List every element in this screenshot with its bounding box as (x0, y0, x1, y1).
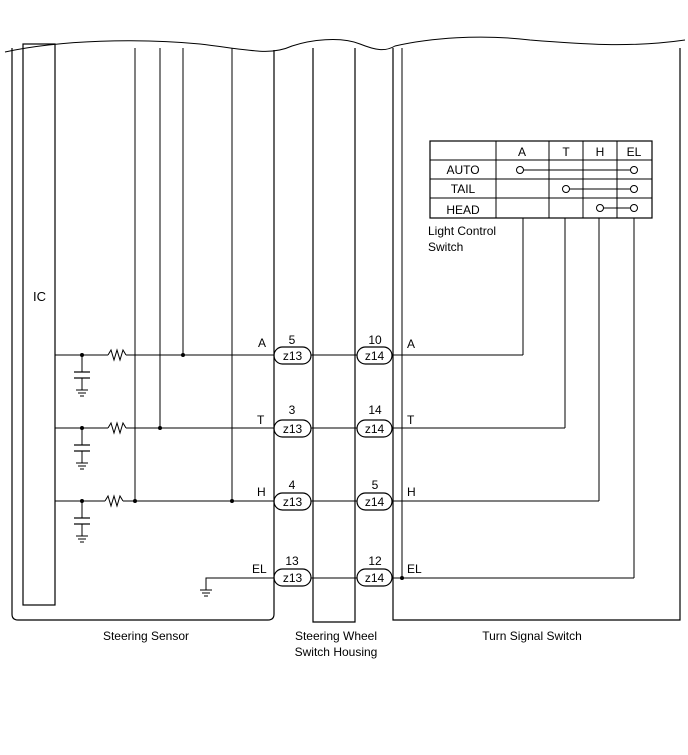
svg-text:14: 14 (368, 403, 382, 417)
row-tail: TAIL (451, 182, 476, 196)
continuity-auto (516, 166, 638, 174)
label-left-a: A (258, 336, 266, 350)
ground-el (200, 589, 212, 597)
svg-text:z13: z13 (283, 571, 303, 585)
ic-label: IC (33, 289, 46, 304)
svg-text:z14: z14 (365, 571, 385, 585)
connector-z13-a: z13 5 (273, 333, 312, 365)
light-control-switch-table: A T H EL AUTO TAIL HEAD (429, 140, 653, 219)
connector-z14-el: z14 12 (356, 554, 393, 587)
svg-text:13: 13 (285, 554, 299, 568)
svg-text:z14: z14 (365, 422, 385, 436)
label-housing-2: Switch Housing (295, 645, 378, 659)
wire-el (205, 218, 635, 590)
svg-text:z13: z13 (283, 422, 303, 436)
continuity-tail (562, 185, 638, 193)
label-housing-1: Steering Wheel (295, 629, 377, 643)
capacitor-a (74, 355, 90, 397)
col-t: T (562, 145, 570, 159)
row-head: HEAD (446, 203, 480, 217)
col-a: A (518, 145, 526, 159)
col-el: EL (627, 145, 642, 159)
continuity-head (596, 204, 638, 212)
light-control-caption-1: Light Control (428, 224, 496, 238)
wire-h (55, 218, 600, 508)
col-h: H (596, 145, 605, 159)
label-steering-sensor: Steering Sensor (103, 629, 189, 643)
wire-t (55, 218, 566, 435)
svg-text:z14: z14 (365, 349, 385, 363)
label-left-t: T (257, 413, 265, 427)
svg-text:z14: z14 (365, 495, 385, 509)
connector-z14-h: z14 5 (356, 478, 393, 511)
label-right-el: EL (407, 562, 422, 576)
connector-z13-el: z13 13 (273, 554, 312, 587)
label-left-el: EL (252, 562, 267, 576)
connector-z14-t: z14 14 (356, 403, 393, 438)
svg-text:12: 12 (368, 554, 382, 568)
capacitor-h (74, 501, 90, 543)
connector-z13-t: z13 3 (273, 403, 312, 438)
svg-text:3: 3 (289, 403, 296, 417)
svg-text:5: 5 (289, 333, 296, 347)
label-right-h: H (407, 485, 416, 499)
svg-text:z13: z13 (283, 495, 303, 509)
svg-text:5: 5 (372, 478, 379, 492)
label-turn-signal-switch: Turn Signal Switch (482, 629, 582, 643)
switch-housing-box (312, 48, 356, 623)
svg-text:4: 4 (289, 478, 296, 492)
svg-text:10: 10 (368, 333, 382, 347)
label-right-t: T (407, 413, 415, 427)
capacitor-t (74, 428, 90, 470)
label-left-h: H (257, 485, 266, 499)
connector-z14-a: z14 10 (356, 333, 393, 365)
junction-dots (80, 353, 404, 580)
ic-block (22, 43, 56, 606)
light-control-caption-2: Switch (428, 240, 463, 254)
torn-edge (4, 36, 686, 53)
steering-sensor-box (11, 48, 275, 621)
label-right-a: A (407, 337, 415, 351)
svg-text:z13: z13 (283, 349, 303, 363)
turn-signal-switch-box (392, 48, 681, 621)
connector-z13-h: z13 4 (273, 478, 312, 511)
row-auto: AUTO (446, 163, 479, 177)
